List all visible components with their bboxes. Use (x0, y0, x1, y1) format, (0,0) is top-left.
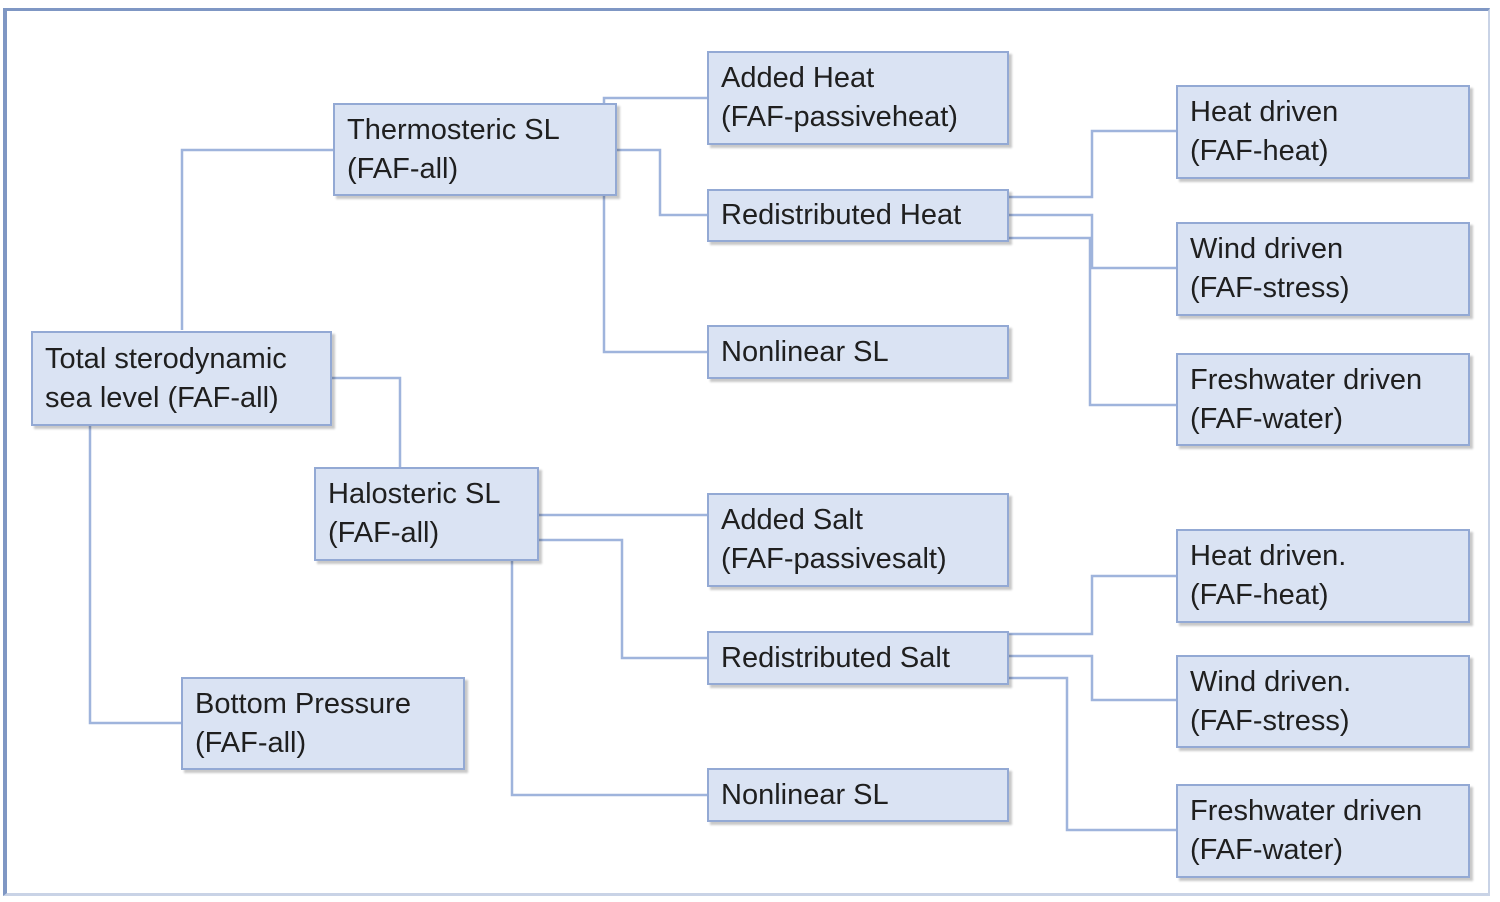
diagram-frame (3, 8, 1490, 896)
node-freshwater-driven-heat: Freshwater driven (FAF-water) (1176, 353, 1470, 446)
node-label: Heat driven. (1190, 540, 1347, 572)
node-label: Wind driven (1190, 233, 1344, 265)
node-label: Thermosteric SL (347, 113, 560, 146)
node-label: Bottom Pressure (195, 687, 411, 720)
node-sublabel: (FAF-water) (1190, 834, 1344, 866)
connector-thermosteric-added-heat (602, 96, 707, 103)
node-heat-driven-salt: Heat driven. (FAF-heat) (1176, 529, 1470, 623)
node-label: Wind driven. (1190, 665, 1352, 698)
node-sublabel: (FAF-all) (347, 152, 459, 185)
node-label: Total sterodynamic (45, 342, 287, 375)
node-sublabel: (FAF-stress) (1190, 704, 1350, 737)
connector-halosteric-nonlinear (510, 561, 707, 797)
connector-redistheat-wind-driven (1009, 213, 1176, 270)
node-label: Nonlinear SL (721, 778, 889, 811)
node-wind-driven-heat: Wind driven (FAF-stress) (1176, 222, 1470, 316)
node-label: Added Salt (721, 504, 863, 536)
node-label: Freshwater driven (1190, 795, 1423, 827)
node-bottom-pressure: Bottom Pressure (FAF-all) (181, 677, 465, 770)
node-sublabel: (FAF-passiveheat) (721, 101, 958, 133)
node-label: Redistributed Heat (721, 199, 962, 231)
connector-thermosteric-nonlinear (602, 196, 707, 354)
node-heat-driven-heat: Heat driven (FAF-heat) (1176, 85, 1470, 179)
node-redistributed-salt: Redistributed Salt (707, 631, 1009, 685)
connector-redistheat-heat-driven (1009, 129, 1176, 199)
node-total-sterodynamic: Total sterodynamic sea level (FAF-all) (31, 331, 332, 426)
node-label: Freshwater driven (1190, 363, 1423, 396)
node-label: Heat driven (1190, 96, 1339, 128)
node-nonlinear-sl-halosteric: Nonlinear SL (707, 768, 1009, 822)
connector-total-halosteric (332, 376, 402, 467)
connector-total-bottom-pressure (88, 426, 181, 725)
connector-redistsalt-heat-driven (1009, 574, 1176, 636)
node-label: Added Heat (721, 62, 875, 94)
connector-thermosteric-redistributed-heat (617, 148, 707, 217)
node-sublabel: sea level (FAF-all) (45, 381, 279, 414)
node-sublabel: (FAF-all) (328, 517, 440, 549)
node-label: Nonlinear SL (721, 335, 889, 368)
connector-redistsalt-wind-driven (1009, 654, 1176, 702)
node-wind-driven-salt: Wind driven. (FAF-stress) (1176, 655, 1470, 748)
node-label: Redistributed Salt (721, 641, 950, 674)
node-redistributed-heat: Redistributed Heat (707, 189, 1009, 242)
node-sublabel: (FAF-all) (195, 726, 307, 759)
node-sublabel: (FAF-heat) (1190, 579, 1329, 611)
node-added-salt: Added Salt (FAF-passivesalt) (707, 493, 1009, 587)
connector-halosteric-redistributed-salt (539, 538, 707, 660)
node-halosteric: Halosteric SL (FAF-all) (314, 467, 539, 561)
node-thermosteric: Thermosteric SL (FAF-all) (333, 103, 617, 196)
node-sublabel: (FAF-heat) (1190, 135, 1329, 167)
node-added-heat: Added Heat (FAF-passiveheat) (707, 51, 1009, 145)
node-nonlinear-sl-thermosteric: Nonlinear SL (707, 325, 1009, 379)
connector-redistheat-freshwater-driven (1009, 236, 1176, 407)
node-sublabel: (FAF-passivesalt) (721, 543, 947, 575)
connector-total-thermosteric (180, 148, 333, 330)
node-freshwater-driven-salt: Freshwater driven (FAF-water) (1176, 784, 1470, 878)
connector-redistsalt-freshwater-driven (1009, 676, 1176, 832)
node-sublabel: (FAF-stress) (1190, 272, 1350, 304)
node-sublabel: (FAF-water) (1190, 402, 1344, 435)
node-label: Halosteric SL (328, 478, 501, 510)
